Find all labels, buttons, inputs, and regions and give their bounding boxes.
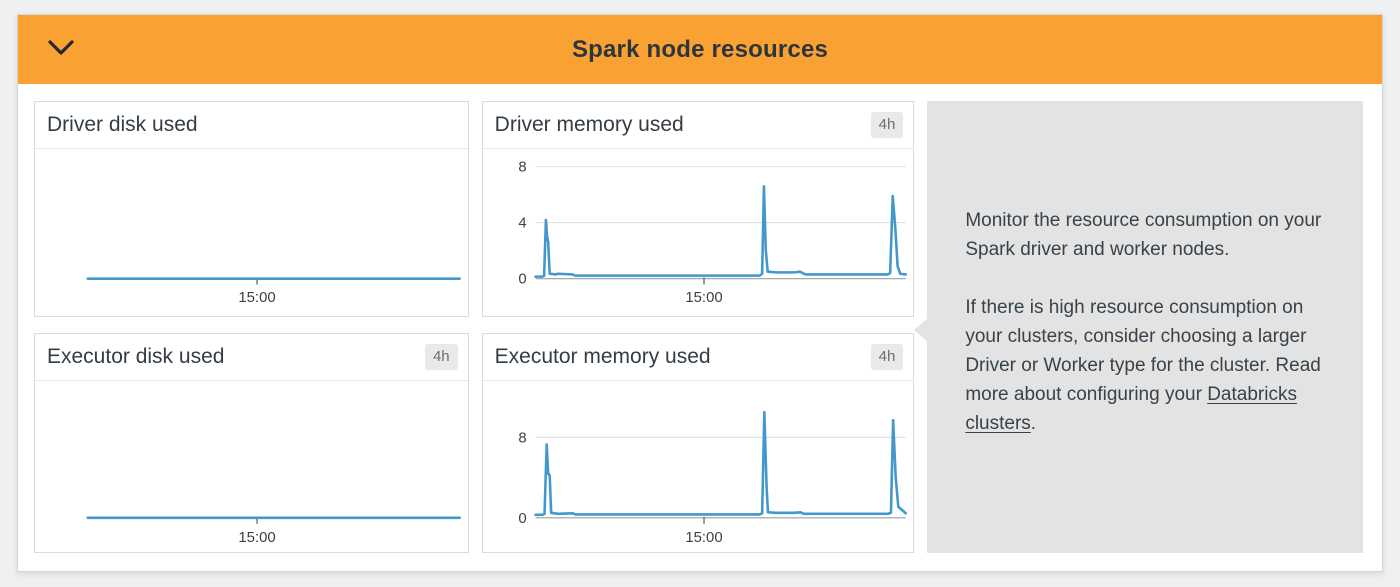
chart-driver-disk-used: Driver disk used 15:00 xyxy=(34,101,469,317)
chart-canvas[interactable]: 15:00 xyxy=(35,381,468,552)
chart-executor-disk-used: Executor disk used 4h 15:00 xyxy=(34,333,469,553)
chart-header: Executor disk used 4h xyxy=(35,334,468,381)
chart-canvas[interactable]: 15:00 xyxy=(35,149,468,316)
callout-text: Monitor the resource consumption on your… xyxy=(927,206,1363,448)
chart-driver-memory-used: Driver memory used 4h 0 4 8 15:00 xyxy=(481,101,915,317)
svg-text:15:00: 15:00 xyxy=(238,529,275,546)
svg-text:15:00: 15:00 xyxy=(685,290,722,306)
collapse-panel-button[interactable] xyxy=(44,35,78,65)
svg-text:8: 8 xyxy=(518,160,526,176)
svg-text:0: 0 xyxy=(518,510,526,527)
chart-canvas[interactable]: 0 8 15:00 xyxy=(483,381,914,552)
chart-executor-memory-used: Executor memory used 4h 0 8 15:00 xyxy=(481,333,915,553)
time-range-badge: 4h xyxy=(870,112,904,138)
chart-header: Driver memory used 4h xyxy=(482,102,914,149)
callout-paragraph-2: If there is high resource consumption on… xyxy=(965,297,1321,434)
chart-title: Executor disk used xyxy=(47,345,225,368)
chart-title: Driver memory used xyxy=(494,113,684,136)
panel-header: Spark node resources xyxy=(18,15,1382,84)
time-range-badge: 4h xyxy=(424,344,458,370)
chart-header: Executor memory used 4h xyxy=(482,334,914,381)
chevron-down-icon xyxy=(46,37,76,62)
svg-text:0: 0 xyxy=(518,272,526,288)
svg-text:4: 4 xyxy=(518,216,526,232)
callout-paragraph-1: Monitor the resource consumption on your… xyxy=(965,210,1322,260)
spark-node-resources-panel: Spark node resources Driver disk used 15… xyxy=(17,14,1383,572)
info-callout: Monitor the resource consumption on your… xyxy=(914,101,1363,553)
time-range-badge: 4h xyxy=(870,344,904,370)
chart-header: Driver disk used xyxy=(35,102,468,149)
svg-text:8: 8 xyxy=(518,429,526,446)
chart-title: Driver disk used xyxy=(47,113,198,136)
panel-title: Spark node resources xyxy=(571,35,829,63)
chart-title: Executor memory used xyxy=(494,345,711,368)
databricks-clusters-link[interactable]: Databricks clusters xyxy=(965,384,1297,434)
svg-text:15:00: 15:00 xyxy=(685,529,722,546)
panel-content: Driver disk used 15:00 Driver memory use… xyxy=(18,84,1382,553)
chart-canvas[interactable]: 0 4 8 15:00 xyxy=(483,149,914,316)
svg-text:15:00: 15:00 xyxy=(238,290,275,306)
